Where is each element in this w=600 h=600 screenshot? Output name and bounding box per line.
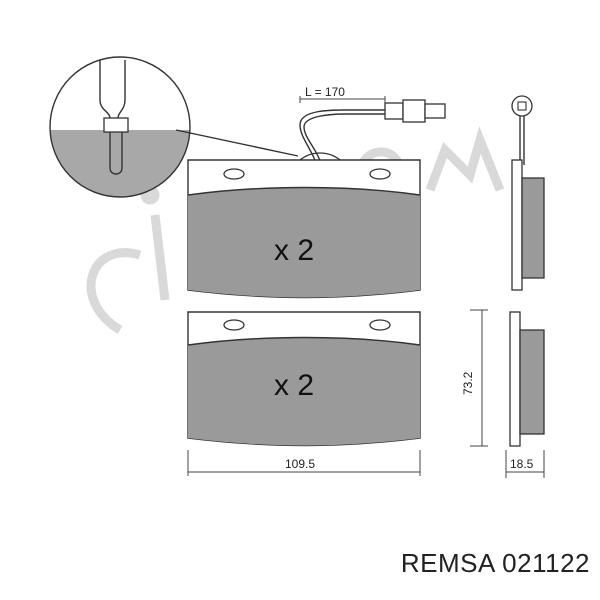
thickness-dimension-label: 18.5 <box>510 457 534 471</box>
width-dimension-line <box>187 450 421 476</box>
bottom-pad-quantity: x 2 <box>274 369 314 402</box>
side-view-bottom <box>509 311 545 447</box>
brake-pad-bottom <box>187 311 421 447</box>
side-view-top <box>511 95 545 291</box>
sensor-length-label: L = 170 <box>305 85 345 99</box>
thickness-dimension-line <box>505 450 545 478</box>
top-pad-quantity: x 2 <box>274 234 314 267</box>
part-number-caption: REMSA 021122 <box>400 548 590 578</box>
wear-sensor-wire <box>287 96 446 218</box>
height-dimension-label: 73.2 <box>461 371 475 395</box>
width-dimension-label: 109.5 <box>285 457 315 471</box>
height-dimension-line <box>470 309 488 447</box>
brake-pad-top <box>187 159 421 299</box>
